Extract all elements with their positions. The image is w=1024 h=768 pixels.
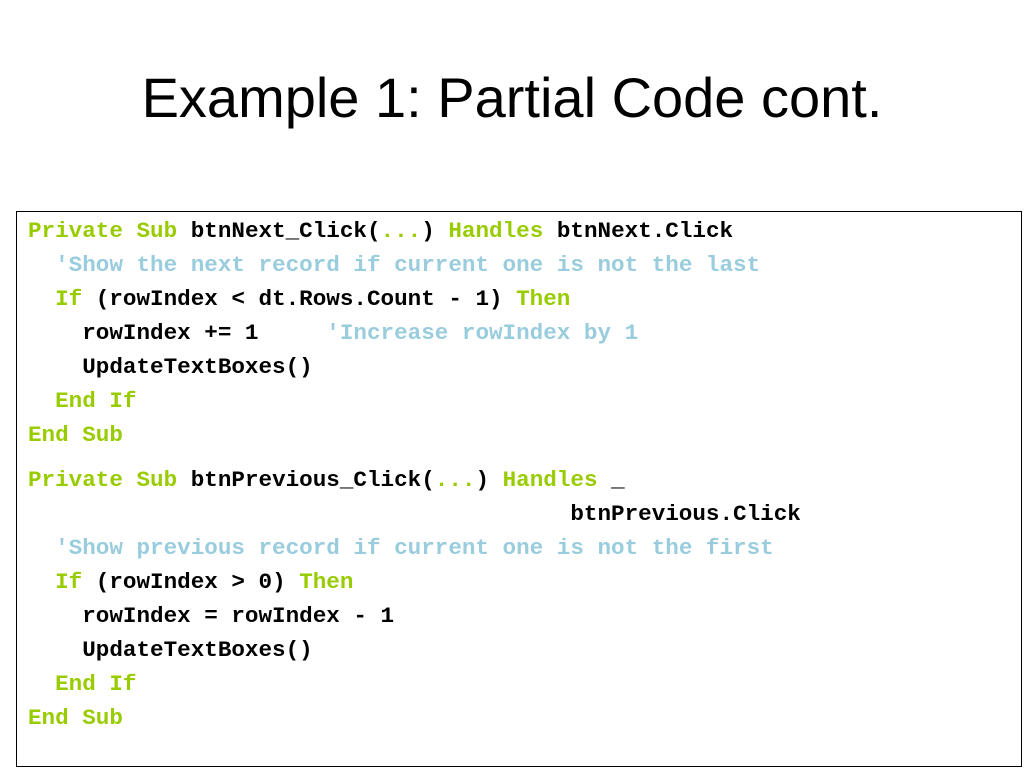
- code-line: 'Show the next record if current one is …: [28, 248, 760, 282]
- code-token-keyword: Handles: [502, 467, 598, 493]
- code-token-text: (rowIndex > 0): [82, 569, 300, 595]
- code-line: End If: [28, 667, 136, 701]
- code-line: Private Sub btnPrevious_Click(...) Handl…: [28, 463, 625, 497]
- code-token-text: [28, 569, 55, 595]
- code-token-text: [28, 671, 55, 697]
- code-line: If (rowIndex < dt.Rows.Count - 1) Then: [28, 282, 570, 316]
- code-token-text: btnPrevious.Click: [28, 501, 801, 527]
- code-token-keyword: Private Sub: [28, 218, 178, 244]
- code-token-text: ): [421, 218, 449, 244]
- code-token-text: _: [597, 467, 625, 493]
- code-token-keyword: If: [55, 286, 83, 312]
- code-token-text: (rowIndex < dt.Rows.Count - 1): [82, 286, 517, 312]
- code-token-keyword: Private Sub: [28, 467, 178, 493]
- code-token-keyword: ...: [380, 218, 422, 244]
- code-line: btnPrevious.Click: [28, 497, 801, 531]
- code-token-keyword: Then: [516, 286, 571, 312]
- code-token-text: [28, 388, 55, 414]
- code-token-comment: 'Show previous record if current one is …: [55, 535, 774, 561]
- code-token-text: UpdateTextBoxes(): [28, 354, 313, 380]
- code-token-text: UpdateTextBoxes(): [28, 637, 313, 663]
- code-line: End If: [28, 384, 136, 418]
- code-token-text: [28, 252, 55, 278]
- code-line: rowIndex = rowIndex - 1: [28, 599, 394, 633]
- slide-title: Example 1: Partial Code cont.: [141, 66, 883, 129]
- code-block: Private Sub btnNext_Click(...) Handles b…: [16, 211, 1022, 767]
- code-token-keyword: End Sub: [28, 422, 123, 448]
- code-token-text: btnNext_Click(: [177, 218, 381, 244]
- code-token-text: [28, 535, 55, 561]
- code-token-keyword: If: [55, 569, 83, 595]
- code-line: 'Show previous record if current one is …: [28, 531, 774, 565]
- code-token-text: rowIndex = rowIndex - 1: [28, 603, 395, 629]
- code-token-comment: 'Increase rowIndex by 1: [326, 320, 639, 346]
- code-token-keyword: End If: [55, 671, 137, 697]
- code-line: Private Sub btnNext_Click(...) Handles b…: [28, 214, 733, 248]
- code-token-text: btnPrevious_Click(: [177, 467, 435, 493]
- code-token-text: ): [475, 467, 503, 493]
- code-line: End Sub: [28, 418, 123, 452]
- code-token-text: [28, 286, 55, 312]
- code-token-text: btnNext.Click: [543, 218, 734, 244]
- code-token-keyword: End If: [55, 388, 137, 414]
- code-token-comment: 'Show the next record if current one is …: [55, 252, 761, 278]
- code-token-keyword: Handles: [448, 218, 544, 244]
- code-token-keyword: ...: [434, 467, 476, 493]
- code-line: If (rowIndex > 0) Then: [28, 565, 353, 599]
- code-line: UpdateTextBoxes(): [28, 633, 313, 667]
- code-line: End Sub: [28, 701, 123, 735]
- code-token-keyword: Then: [299, 569, 354, 595]
- code-token-text: rowIndex += 1: [28, 320, 327, 346]
- code-line: rowIndex += 1 'Increase rowIndex by 1: [28, 316, 638, 350]
- code-token-keyword: End Sub: [28, 705, 123, 731]
- code-line: UpdateTextBoxes(): [28, 350, 313, 384]
